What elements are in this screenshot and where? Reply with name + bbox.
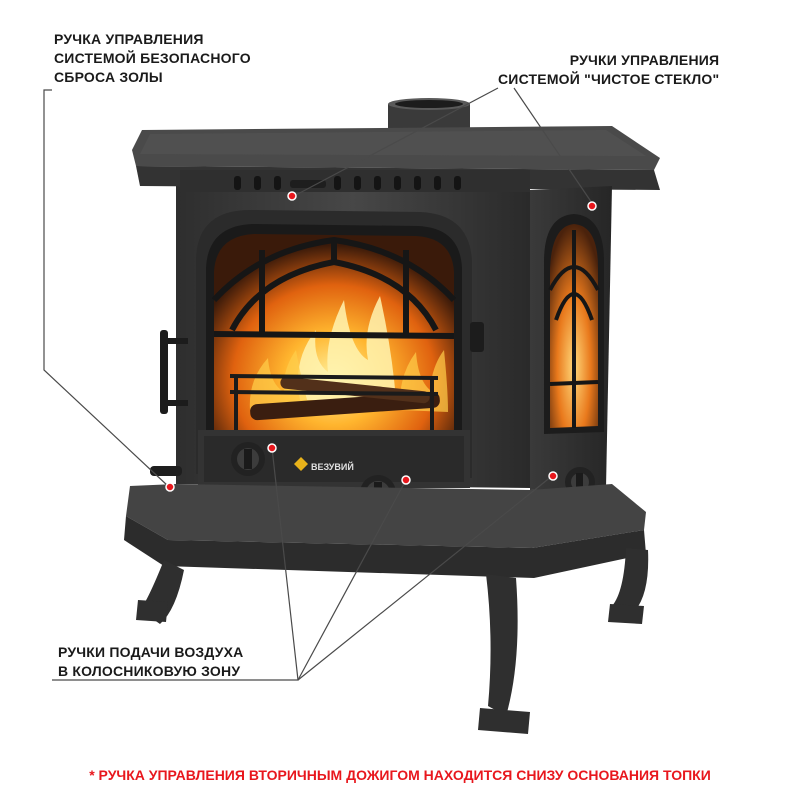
annotation-markers (165, 191, 597, 492)
brand-logo-text: ВЕЗУВИЙ (311, 461, 354, 472)
ash-handle-label-line: СИСТЕМОЙ БЕЗОПАСНОГО (54, 50, 251, 66)
door-tracery (211, 236, 457, 339)
clean-glass-label-line: СИСТЕМОЙ "ЧИСТОЕ СТЕКЛО" (498, 71, 720, 87)
marker-clean-glass-front (287, 191, 297, 201)
stove-legs (136, 548, 649, 734)
brand-logo: ВЕЗУВИЙ (294, 457, 354, 472)
secondary-burn-footnote: * РУЧКА УПРАВЛЕНИЯ ВТОРИЧНЫМ ДОЖИГОМ НАХ… (89, 767, 711, 783)
marker-air-side (548, 471, 558, 481)
clean-glass-label: РУЧКИ УПРАВЛЕНИЯ СИСТЕМОЙ "ЧИСТОЕ СТЕКЛО… (498, 51, 719, 89)
ash-handle-label: РУЧКА УПРАВЛЕНИЯ СИСТЕМОЙ БЕЗОПАСНОГО СБ… (54, 30, 251, 87)
door-handle-icon (160, 330, 168, 414)
clean-glass-lever (290, 180, 326, 188)
ash-handle-label-line: РУЧКА УПРАВЛЕНИЯ (54, 31, 204, 47)
clean-glass-label-line: РУЧКИ УПРАВЛЕНИЯ (569, 52, 720, 68)
ash-panel: ВЕЗУВИЙ (198, 430, 470, 511)
air-supply-label: РУЧКИ ПОДАЧИ ВОЗДУХА В КОЛОСНИКОВУЮ ЗОНУ (58, 643, 244, 681)
air-knob-left (231, 442, 265, 476)
marker-air-left (267, 443, 277, 453)
front-door (160, 210, 484, 478)
fire (298, 296, 396, 400)
air-supply-label-line: РУЧКИ ПОДАЧИ ВОЗДУХА (58, 644, 244, 660)
vent-slots (234, 176, 461, 190)
marker-clean-glass-side (587, 201, 597, 211)
ash-handle-label-line: СБРОСА ЗОЛЫ (54, 69, 163, 85)
leader-lines (43, 87, 595, 681)
air-supply-label-line: В КОЛОСНИКОВУЮ ЗОНУ (58, 663, 241, 679)
marker-air-right (401, 475, 411, 485)
marker-ash-handle (165, 482, 175, 492)
ash-lever-icon (150, 466, 182, 476)
logs (250, 376, 440, 421)
